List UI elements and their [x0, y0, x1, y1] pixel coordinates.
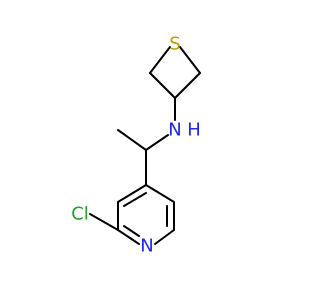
bond-ring-c4-c3-double: [123, 192, 147, 207]
bond-ring-n-c6: [154, 229, 175, 245]
bond-s-c4: [179, 46, 201, 74]
bond-ring-c4-c3: [117, 184, 147, 203]
bond-ring-c5-c4: [145, 184, 175, 203]
bond-ring-c2-n: [117, 229, 140, 245]
chlorine-atom-label: Cl: [71, 204, 89, 225]
amine-nitrogen-label: N: [168, 120, 181, 141]
bond-c2-s: [149, 46, 171, 74]
molecule-structure: S N H Cl N: [71, 34, 201, 257]
bond-c4-c3: [174, 72, 201, 99]
bond-ring-c2-n-double: [123, 225, 140, 237]
bond-ch-methyl: [117, 129, 147, 151]
pyridine-nitrogen-label: N: [140, 236, 153, 257]
amine-hydrogen-label: H: [187, 120, 201, 141]
sulfur-atom-label: S: [169, 34, 180, 55]
bond-c3-c2: [149, 72, 176, 99]
bond-c2-cl: [89, 213, 119, 231]
bond-n-ch: [145, 134, 169, 151]
